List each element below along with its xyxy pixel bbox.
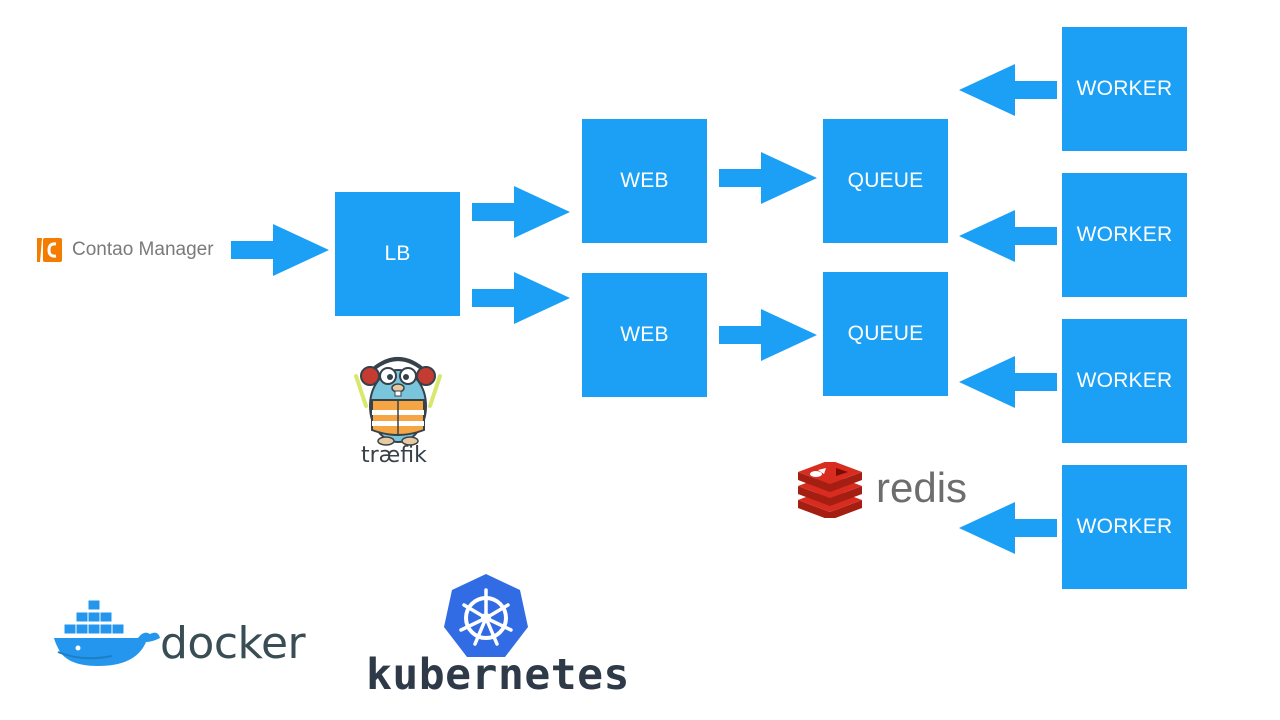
arrow-web-to-queue-bottom (719, 309, 817, 361)
web-label: WEB (620, 323, 669, 346)
worker-node-3: WORKER (1062, 319, 1187, 443)
contao-manager-label: Contao Manager (72, 239, 214, 260)
lb-label: LB (384, 242, 411, 265)
arrow-lb-to-web-top (472, 186, 570, 238)
arrow-worker1-to-queue (959, 64, 1057, 116)
redis-label: redis (876, 464, 968, 511)
kubernetes-helm-icon (444, 574, 528, 657)
arrow-lb-to-web-bottom (472, 272, 570, 324)
contao-logo-icon (37, 238, 62, 262)
arrow-worker4-to-queue (959, 502, 1057, 554)
redis-cube-icon (798, 462, 862, 518)
worker-node-1: WORKER (1062, 27, 1187, 151)
worker-node-4: WORKER (1062, 465, 1187, 589)
worker-label: WORKER (1076, 223, 1173, 246)
arrow-worker3-to-queue (959, 356, 1057, 408)
web-node-bottom: WEB (582, 273, 707, 397)
web-label: WEB (620, 169, 669, 192)
traefik-label: træfik (361, 443, 427, 468)
queue-label: QUEUE (847, 322, 924, 345)
arrow-contao-to-lb (231, 224, 329, 276)
traefik-gopher-icon (354, 357, 442, 446)
worker-label: WORKER (1076, 77, 1173, 100)
arrow-web-to-queue-top (719, 152, 817, 204)
lb-node: LB (335, 192, 460, 316)
docker-whale-icon (54, 599, 160, 666)
web-node-top: WEB (582, 119, 707, 243)
worker-label: WORKER (1076, 369, 1173, 392)
arrow-worker2-to-queue (959, 210, 1057, 262)
queue-node-bottom: QUEUE (823, 272, 948, 396)
kubernetes-label: kubernetes (366, 650, 630, 700)
worker-node-2: WORKER (1062, 173, 1187, 297)
queue-node-top: QUEUE (823, 119, 948, 243)
worker-label: WORKER (1076, 515, 1173, 538)
queue-label: QUEUE (847, 169, 924, 192)
docker-label: docker (160, 618, 306, 669)
